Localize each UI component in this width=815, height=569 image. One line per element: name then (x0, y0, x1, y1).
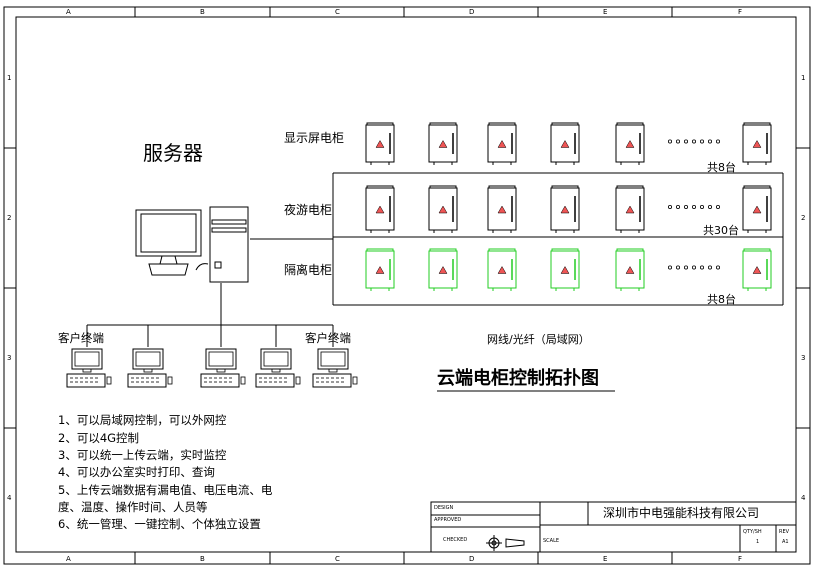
row-label-isolation-cabinet: 隔离电柜 (284, 263, 333, 277)
ellipsis-dots (668, 204, 721, 209)
company-name: 深圳市中电强能科技有限公司 (603, 506, 760, 520)
network-bus (86, 172, 784, 347)
zone-col-b-bottom: B (200, 555, 205, 563)
tb-size: A1 (782, 539, 789, 545)
tb-approved: APPROVED (434, 517, 462, 523)
cabinet-icon (487, 185, 517, 233)
zone-col-d-bottom: D (469, 555, 475, 563)
zone-col-e-bottom: E (603, 555, 608, 563)
cabinet-icon (365, 248, 395, 291)
row-count-isolation: 共8台 (707, 293, 736, 306)
client-terminal-icon (200, 348, 246, 388)
inner-frame (15, 16, 797, 553)
row-count-night: 共30台 (703, 224, 739, 237)
zone-col-f-top: F (738, 8, 743, 16)
cabinet-icon (550, 122, 580, 165)
client-terminal-icon (312, 348, 358, 388)
zone-row-1-right: 1 (801, 74, 806, 82)
zone-col-b-top: B (200, 8, 205, 16)
zone-col-c-top: C (335, 8, 340, 16)
note-6: 6、统一管理、一键控制、个体独立设置 (58, 517, 261, 531)
zone-row-1-left: 1 (7, 74, 12, 82)
zone-col-a-top: A (66, 8, 71, 16)
projection-symbol-icon (486, 535, 525, 551)
ellipsis-dots (668, 265, 721, 270)
cabinet-icon (550, 185, 580, 233)
server-computer (135, 206, 249, 283)
row-label-display-cabinet: 显示屏电柜 (284, 131, 345, 145)
tb-scale: SCALE (543, 538, 560, 544)
client-terminal-icon (127, 348, 173, 388)
title-block-grid (430, 501, 797, 553)
note-1: 1、可以局域网控制，可以外网控 (58, 413, 227, 427)
client-terminal-icon (255, 348, 301, 388)
cabinet-icon (615, 122, 645, 165)
cabinet-icon (742, 122, 772, 165)
outer-frame (3, 6, 811, 565)
zone-row-2-right: 2 (801, 214, 806, 222)
tb-sheet: 1 (756, 539, 760, 545)
network-label: 网线/光纤（局域网） (487, 333, 590, 346)
cabinet-icon (742, 185, 772, 233)
cabinet-icon (487, 248, 517, 291)
zone-row-3-left: 3 (7, 354, 12, 362)
ellipsis-dots (668, 139, 721, 144)
cabinet-icon (428, 122, 458, 165)
client-label-right: 客户终端 (305, 331, 351, 345)
cabinet-rows (365, 122, 772, 291)
note-5: 5、上传云端数据有漏电值、电压电流、电 (58, 483, 273, 497)
client-terminals (66, 348, 358, 388)
client-terminal-icon (66, 348, 112, 388)
zone-ticks (4, 7, 810, 564)
client-label-left: 客户终端 (58, 331, 104, 345)
zone-row-4-right: 4 (801, 494, 806, 502)
zone-row-2-left: 2 (7, 214, 12, 222)
tb-design: DESIGN (434, 505, 454, 511)
row-label-night-cabinet: 夜游电柜 (284, 203, 333, 217)
cabinet-row-3 (365, 248, 772, 291)
cabinet-row-1 (365, 122, 772, 165)
zone-col-a-bottom: A (66, 555, 71, 563)
cabinet-icon (615, 248, 645, 291)
cabinet-icon (428, 248, 458, 291)
cabinet-icon (615, 185, 645, 233)
server-label: 服务器 (143, 141, 203, 165)
cabinet-icon (365, 185, 395, 233)
zone-col-d-top: D (469, 8, 475, 16)
note-5-cont: 度、温度、操作时间、人员等 (58, 500, 208, 514)
cabinet-icon (742, 248, 772, 291)
zone-col-f-bottom: F (738, 555, 743, 563)
cabinet-icon (550, 248, 580, 291)
tb-qty: QTY/SH (743, 529, 762, 535)
note-3: 3、可以统一上传云端，实时监控 (58, 448, 227, 462)
note-4: 4、可以办公室实时打印、查询 (58, 465, 215, 479)
diagram-title: 云端电柜控制拓扑图 (437, 368, 599, 389)
note-2: 2、可以4G控制 (58, 431, 140, 445)
cabinet-icon (428, 185, 458, 233)
row-count-display: 共8台 (707, 161, 736, 174)
cabinet-row-2 (365, 185, 772, 233)
cabinet-icon (365, 122, 395, 165)
zone-col-e-top: E (603, 8, 608, 16)
zone-row-3-right: 3 (801, 354, 806, 362)
zone-row-4-left: 4 (7, 494, 12, 502)
cabinet-icon (487, 122, 517, 165)
tb-checked: CHECKED (443, 537, 468, 543)
tb-rev: REV (779, 529, 790, 535)
zone-col-c-bottom: C (335, 555, 340, 563)
